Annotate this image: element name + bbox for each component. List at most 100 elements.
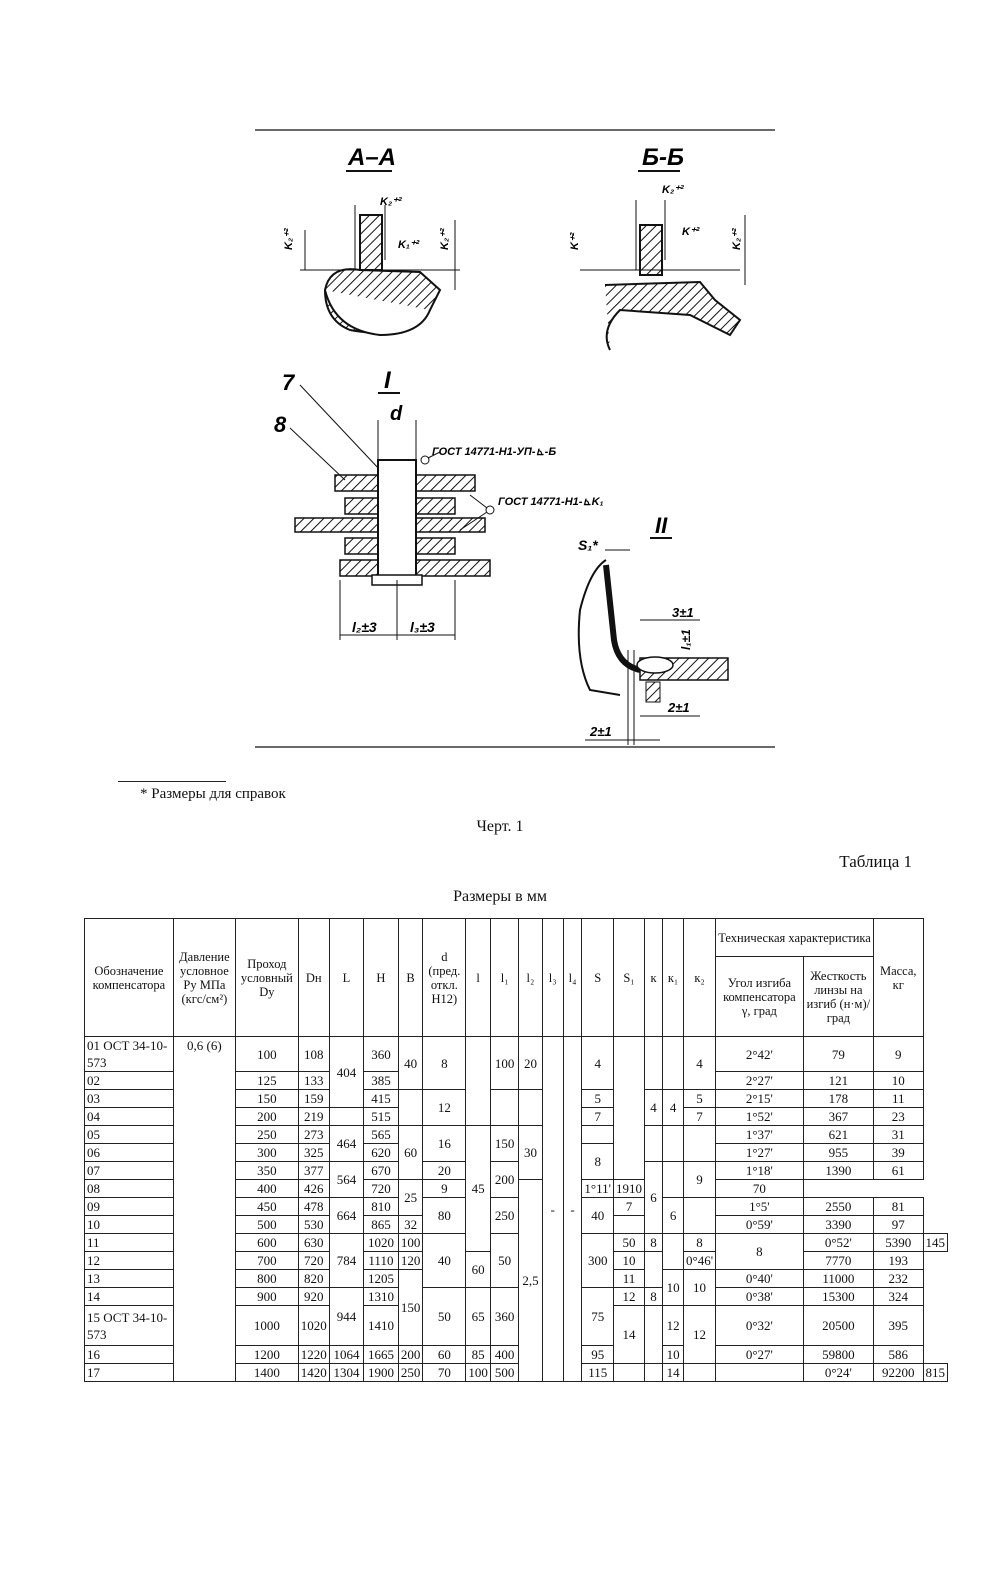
cell-S: 5: [581, 1089, 614, 1108]
col-tech: Техническая характеристика: [715, 918, 875, 957]
cell-mass: 395: [873, 1305, 924, 1346]
cell-L: 664: [328, 1197, 365, 1234]
cell-dy: 900: [234, 1287, 299, 1306]
cell-angle: 0°59': [715, 1215, 804, 1234]
cell-mass: 815: [922, 1363, 948, 1382]
gost-label-2: ГОСТ 14771-Н1-⊾K₁: [498, 496, 604, 508]
cell-B: 60: [397, 1125, 424, 1180]
cell-angle: 2°27': [715, 1071, 804, 1090]
cell-d: 25: [397, 1179, 424, 1216]
cell-des: 13: [84, 1269, 174, 1288]
cell-stiffness: 1910: [612, 1179, 645, 1198]
cell-angle: 0°52': [802, 1233, 875, 1252]
cell-H: 385: [363, 1071, 399, 1090]
cell-k1: 8: [683, 1233, 717, 1252]
cell-stiffness: 121: [802, 1071, 875, 1090]
cell-dn: 720: [297, 1251, 330, 1270]
cell-angle: 0°32': [715, 1305, 804, 1346]
cell-des: 16: [84, 1345, 174, 1364]
cell-S1: [643, 1363, 664, 1382]
cell-dy: 450: [234, 1197, 299, 1216]
cell-k2: 12: [683, 1305, 717, 1364]
cell-k1: [662, 1036, 685, 1090]
technical-drawing: А–А K₂⁺² K₁⁺² K₂⁺² K₂⁺² Б-Б K₂⁺² K⁺² K⁺²…: [255, 129, 775, 748]
cell-angle: 1°11': [581, 1179, 614, 1198]
cell-des: 10: [84, 1215, 174, 1234]
cell-L: 1064: [328, 1345, 365, 1364]
cell-B: [397, 1089, 424, 1126]
cell-stiffness: 621: [802, 1125, 875, 1144]
cell-k1: 12: [662, 1305, 685, 1346]
cell-H: 1020: [363, 1233, 399, 1252]
section-bb: Б-Б K₂⁺² K⁺² K⁺² K₂⁺²: [569, 144, 746, 351]
cell-d: 12: [422, 1089, 467, 1126]
cell-l1: 100: [490, 1036, 520, 1090]
cell-H: 1900: [363, 1363, 399, 1382]
cell-d: 60: [422, 1345, 467, 1364]
cell-angle: 2°15': [715, 1089, 804, 1108]
footnote: * Размеры для справок: [140, 786, 286, 802]
dimensions-table: Обозначение компенсатора Давление условн…: [84, 918, 948, 1382]
dim-k2-side-bb: K₂⁺²: [731, 228, 743, 250]
cell-l2: 50: [612, 1233, 645, 1252]
col-l3: l₃: [541, 918, 564, 1037]
dim-2pm1-b: 2±1: [589, 724, 612, 739]
cell-stiffness: 79: [802, 1036, 875, 1072]
col-k2: к₂: [683, 918, 717, 1037]
cell-des: 05: [84, 1125, 174, 1144]
cell-angle: 1°37': [715, 1125, 804, 1144]
cell-angle: 0°24': [802, 1363, 875, 1382]
table-caption: Размеры в мм: [453, 888, 547, 905]
cell-dn: 920: [297, 1287, 330, 1306]
cell-dn: 1020: [297, 1305, 330, 1346]
cell-dy: 600: [234, 1233, 299, 1252]
cell-l1: 200: [490, 1161, 520, 1198]
cell-pressure: 0,6 (6): [172, 1036, 236, 1382]
col-l4: l₄: [562, 918, 583, 1037]
section-bb-title: Б-Б: [642, 144, 684, 171]
cell-angle: 1°27': [715, 1143, 804, 1162]
cell-d: 16: [422, 1125, 467, 1162]
cell-k2: 4: [683, 1036, 717, 1090]
cell-dy: 400: [234, 1179, 299, 1198]
cell-l1: 250: [490, 1197, 520, 1234]
col-mass: Масса, кг: [873, 918, 924, 1037]
cell-H: 1310: [363, 1287, 399, 1306]
col-designation: Обозначение компенсатора: [84, 918, 174, 1037]
cell-k1: [662, 1125, 685, 1162]
cell-mass: 324: [873, 1287, 924, 1306]
cell-stiffness: 20500: [802, 1305, 875, 1346]
cell-des: 17: [84, 1363, 174, 1382]
cell-dn: 108: [297, 1036, 330, 1072]
cell-S: 7: [612, 1197, 645, 1216]
cell-l1: 300: [581, 1233, 614, 1288]
dim-l2: l₂±3: [352, 619, 377, 635]
cell-k1: 6: [662, 1197, 685, 1234]
cell-k1: 10: [662, 1345, 685, 1364]
cell-dy: 800: [234, 1269, 299, 1288]
cell-mass: 97: [873, 1215, 924, 1234]
cell-d: 70: [422, 1363, 467, 1382]
cell-H: 415: [363, 1089, 399, 1108]
view-1: 7 8 I d ГОСТ 14771-Н1-УП-⊾-Б ГОСТ 14771-…: [274, 367, 604, 640]
cell-S: 10: [612, 1251, 645, 1270]
cell-B: 80: [422, 1197, 467, 1234]
cell-dn: 273: [297, 1125, 330, 1144]
cell-dy: 1200: [234, 1345, 299, 1364]
cell-k: 6: [643, 1161, 664, 1234]
cell-l1: 360: [490, 1287, 520, 1346]
cell-l1: 150: [490, 1125, 520, 1162]
gost-label-1: ГОСТ 14771-Н1-УП-⊾-Б: [432, 446, 556, 458]
cell-H: 810: [363, 1197, 399, 1216]
col-d: d (пред. откл. H12): [422, 918, 467, 1037]
cell-d: 8: [422, 1036, 467, 1090]
cell-S: 12: [612, 1287, 645, 1306]
cell-dn: 820: [297, 1269, 330, 1288]
dim-k2-top: K₂⁺²: [380, 196, 402, 208]
cell-k1: 8: [643, 1287, 664, 1306]
cell-H: 1110: [363, 1251, 399, 1270]
cell-angle: 0°40': [715, 1269, 804, 1288]
cell-mass: 70: [715, 1179, 804, 1198]
col-S1: S₁: [612, 918, 645, 1037]
cell-angle: 2°42': [715, 1036, 804, 1072]
